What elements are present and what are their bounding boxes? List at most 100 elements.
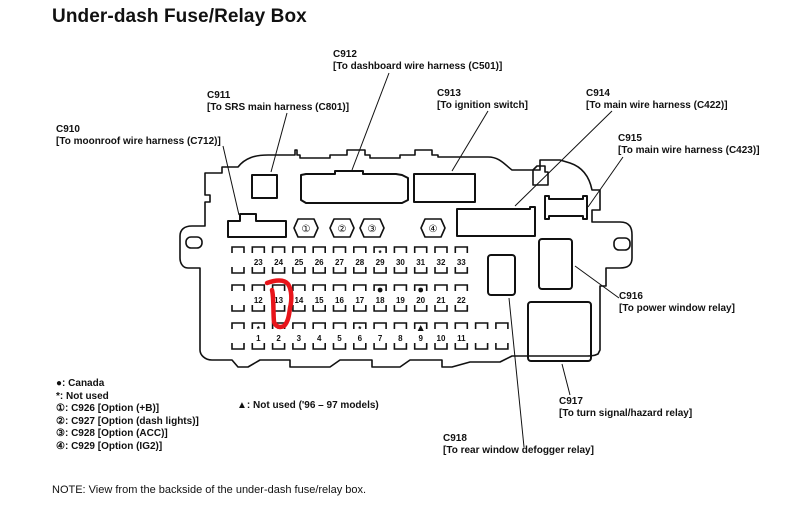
connector-option-2 <box>329 218 355 238</box>
fuse-terminal-top <box>373 284 387 291</box>
fuse-slot-3: 3 <box>292 322 306 350</box>
triangle-icon <box>417 325 424 331</box>
fuse-terminal-bottom <box>393 343 408 350</box>
fuse-terminal-bottom <box>434 343 448 350</box>
fuse-slot-9: 9 <box>413 322 428 350</box>
relay-c918 <box>487 254 516 296</box>
circled-3-icon: ③ <box>56 428 65 439</box>
fuse-terminal-top <box>454 322 469 329</box>
label-c913: C913 [To ignition switch] <box>437 88 528 112</box>
c918-desc: [To rear window defogger relay] <box>443 445 594 456</box>
fuse-terminal-bottom <box>454 305 469 312</box>
legend-text: : Canada <box>62 378 105 389</box>
triangle-icon: ▲ <box>237 400 247 411</box>
fuse-terminal-top <box>251 284 266 291</box>
fuse-number: 3 <box>297 334 302 343</box>
fuse-terminal-bottom <box>251 305 266 312</box>
fuse-terminal-bottom <box>353 305 367 312</box>
fuse-terminal-top <box>312 284 326 291</box>
fuse-slot-29: 29* <box>373 246 387 274</box>
connector-option-4 <box>420 218 446 238</box>
fuse-terminal-bottom <box>434 267 448 274</box>
triangle-note-text: : Not used ('96 – 97 models) <box>246 400 379 411</box>
fuse-number: 15 <box>315 296 324 305</box>
c913-code: C913 <box>437 88 461 99</box>
fuse-slot-4: 4 <box>312 322 326 350</box>
c915-desc: [To main wire harness (C423)] <box>618 145 760 156</box>
small-terminal <box>532 165 549 186</box>
fuse-number: 4 <box>317 334 322 343</box>
legend-item: ④: C929 [Option (IG2)] <box>56 441 199 454</box>
connector-c913 <box>413 173 476 203</box>
c911-desc: [To SRS main harness (C801)] <box>207 102 350 113</box>
legend-text: : Not used <box>59 390 109 402</box>
leader-c916 <box>574 265 620 299</box>
fuse-number: 20 <box>416 296 425 305</box>
fuse-terminal-bottom <box>332 343 347 350</box>
asterisk-icon: * <box>379 249 383 258</box>
fuse-slot-1: 1* <box>251 322 266 350</box>
fuse-number: 2 <box>276 334 281 343</box>
fuse-terminal-bottom <box>292 267 306 274</box>
fuse-number: 16 <box>335 296 344 305</box>
connector-c912 <box>300 170 409 204</box>
fuse-number: 26 <box>315 258 324 267</box>
fuse-number: 13 <box>274 296 283 305</box>
fuse-terminal-bottom <box>251 343 266 350</box>
fuse-terminal-bottom <box>373 267 387 274</box>
canada-dot-icon <box>377 287 383 293</box>
fuse-terminal-top <box>434 322 448 329</box>
fuse-slot-7: 7 <box>373 322 387 350</box>
legend-item: *: Not used <box>56 391 199 404</box>
fuse-number: 31 <box>416 258 425 267</box>
fuse-number: 14 <box>294 296 303 305</box>
fuse-slot-15: 15 <box>312 284 326 312</box>
fuse-slot-26: 26 <box>312 246 326 274</box>
asterisk-icon: * <box>56 390 60 402</box>
fuse-number: 12 <box>254 296 263 305</box>
fuse-slot-5: 5 <box>332 322 347 350</box>
fuse-terminal-bottom <box>271 267 286 274</box>
fuse-terminal-bottom <box>292 305 306 312</box>
fuse-terminal-top <box>312 322 326 329</box>
fuse-terminal-top <box>332 322 347 329</box>
fuse-terminal-top <box>332 246 347 253</box>
label-c917: C917 [To turn signal/hazard relay] <box>559 396 692 420</box>
fuse-terminal-bottom <box>393 267 408 274</box>
fuse-slot-21: 21 <box>434 284 448 312</box>
connector-c910 <box>227 213 287 238</box>
fuse-number: 25 <box>294 258 303 267</box>
triangle-note: ▲: Not used ('96 – 97 models) <box>237 400 379 411</box>
label-c912: C912 [To dashboard wire harness (C501)] <box>333 49 502 73</box>
circled-1-icon: ① <box>56 403 65 414</box>
mount-hole-right <box>613 237 631 251</box>
legend-text: : C927 [Option (dash lights)] <box>64 415 199 427</box>
fuse-terminal-top <box>231 246 245 253</box>
fuse-slot-spare <box>231 246 245 274</box>
fuse-slot-14: 14 <box>292 284 306 312</box>
fuse-terminal-top <box>393 322 408 329</box>
fuse-number: 22 <box>457 296 466 305</box>
fuse-number: 10 <box>437 334 446 343</box>
fuse-slot-10: 10 <box>434 322 448 350</box>
fuse-number: 29 <box>376 258 385 267</box>
label-c911: C911 [To SRS main harness (C801)] <box>207 90 349 114</box>
fuse-terminal-top <box>495 322 509 329</box>
fuse-terminal-bottom <box>251 267 266 274</box>
fuse-number: 11 <box>457 334 466 343</box>
asterisk-icon: * <box>257 325 261 334</box>
option-connector-1-label: ① <box>302 224 311 235</box>
fuse-terminal-bottom <box>312 305 326 312</box>
fuse-terminal-top <box>292 246 306 253</box>
fuse-slot-24: 24 <box>271 246 286 274</box>
fuse-terminal-top <box>373 322 387 329</box>
fuse-slot-31: 31 <box>413 246 428 274</box>
legend-item: ●: Canada <box>56 378 199 391</box>
asterisk-icon: * <box>358 325 362 334</box>
fuse-terminal-bottom <box>413 305 428 312</box>
fuse-terminal-top <box>434 246 448 253</box>
legend-item: ②: C927 [Option (dash lights)] <box>56 416 199 429</box>
c916-code: C916 <box>619 291 643 302</box>
